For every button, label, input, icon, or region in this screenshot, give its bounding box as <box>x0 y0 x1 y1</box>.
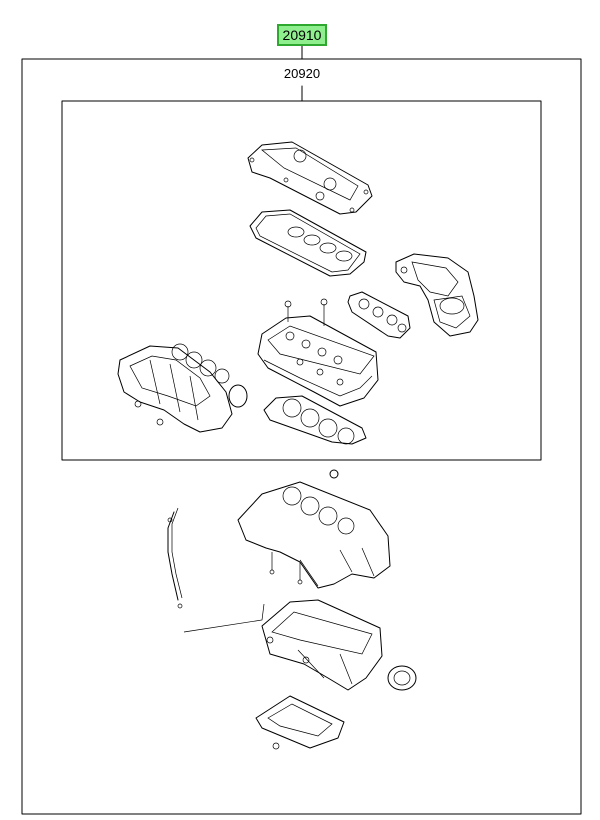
part-number-callout-20910[interactable]: 20910 <box>277 24 327 46</box>
inner-frame <box>61 100 542 461</box>
cylinder-head[interactable] <box>257 298 379 407</box>
rear-oil-seal[interactable] <box>387 665 417 691</box>
oil-level-gauge-tube[interactable] <box>167 507 183 609</box>
exhaust-manifold[interactable] <box>395 253 479 337</box>
cylinder-head-gasket[interactable] <box>263 395 367 445</box>
intake-manifold-gasket[interactable] <box>171 343 230 384</box>
part-number-label-20920[interactable]: 20920 <box>283 66 321 81</box>
intake-manifold[interactable] <box>117 345 233 433</box>
valve-cover[interactable] <box>247 141 373 215</box>
oil-pan-upper[interactable] <box>261 599 383 691</box>
valve-cover-gasket[interactable] <box>249 209 367 277</box>
oil-pan-lower[interactable] <box>255 695 345 750</box>
leader-dipstick <box>183 603 265 633</box>
cylinder-block[interactable] <box>237 481 391 589</box>
throttle-body-gasket[interactable] <box>228 384 248 408</box>
exhaust-manifold-gasket[interactable] <box>347 291 411 339</box>
dowel-pin <box>329 469 339 479</box>
outer-frame <box>21 58 582 815</box>
